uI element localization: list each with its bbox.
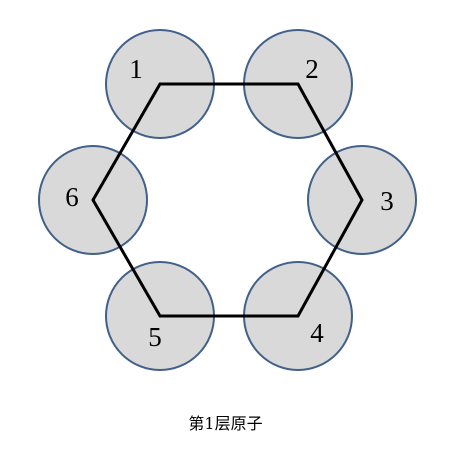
atom-5-label: 5 [148, 322, 162, 352]
atom-4-label: 4 [310, 318, 324, 348]
atom-3-label: 3 [380, 186, 394, 216]
hexagon-bonds [91, 82, 364, 318]
atom-6-label: 6 [65, 182, 79, 212]
atom-2-label: 2 [305, 54, 319, 84]
diagram-caption: 第1层原子 [188, 414, 263, 433]
atom-1-label: 1 [129, 54, 143, 84]
